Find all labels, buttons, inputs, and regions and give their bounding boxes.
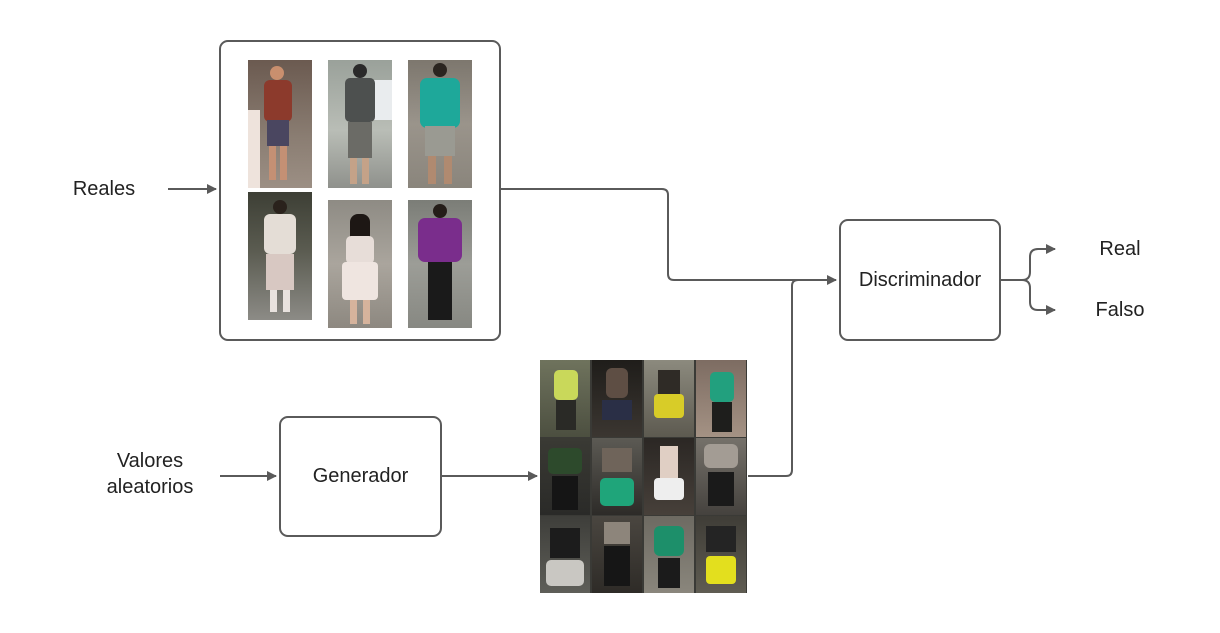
real-person-image-4	[248, 192, 312, 320]
arrow-to-real	[1001, 244, 1056, 281]
real-person-image-2	[328, 60, 392, 188]
generated-image-3	[644, 360, 694, 437]
real-output-label: Real	[1099, 238, 1141, 260]
generador-label: Generador	[312, 465, 409, 487]
generated-image-12	[696, 516, 746, 593]
valores-label-line2: aleatorios	[106, 476, 194, 498]
generated-image-2	[592, 360, 642, 437]
generador-box: Generador	[279, 416, 442, 537]
discriminador-box: Discriminador	[839, 219, 1001, 341]
generated-image-6	[592, 438, 642, 515]
real-person-image-5	[328, 200, 392, 328]
generated-image-8	[696, 438, 746, 515]
real-person-image-1	[248, 60, 312, 188]
generated-image-4	[696, 360, 746, 437]
valores-label-line1: Valores	[116, 450, 184, 472]
generated-image-9	[540, 516, 590, 593]
generated-image-7	[644, 438, 694, 515]
generated-image-11	[644, 516, 694, 593]
arrow-to-falso	[1021, 279, 1056, 315]
generated-image-5	[540, 438, 590, 515]
generated-image-10	[592, 516, 642, 593]
real-person-image-6	[408, 200, 472, 328]
line-real-grid-to-discriminador	[500, 188, 837, 285]
real-person-image-3	[408, 60, 472, 188]
discriminador-label: Discriminador	[858, 268, 982, 291]
falso-output-label: Falso	[1095, 299, 1145, 321]
generated-images-grid	[540, 360, 747, 593]
reales-label: Reales	[72, 178, 136, 200]
line-fake-grid-to-discriminador	[748, 279, 836, 477]
generated-image-1	[540, 360, 590, 437]
valores-aleatorios-label: Valores aleatorios	[92, 448, 208, 500]
